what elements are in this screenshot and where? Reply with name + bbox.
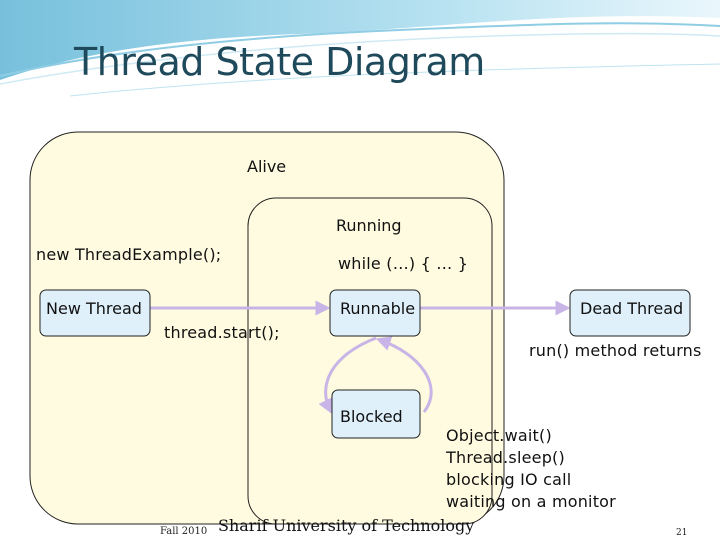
- block-cause-item: blocking IO call: [446, 470, 572, 489]
- block-arrow: [318, 336, 377, 415]
- unblock-arrow: [375, 336, 433, 413]
- new-thread-label: New Thread: [46, 299, 142, 318]
- blocked-box: [331, 389, 421, 439]
- run-returns-label: run() method returns: [529, 341, 702, 360]
- header-wave-decoration: [0, 0, 720, 97]
- dead-thread-box: [569, 289, 691, 337]
- page-title: Thread State Diagram: [74, 40, 485, 84]
- runnable-label: Runnable: [340, 299, 416, 318]
- block-cause-item: Object.wait(): [446, 426, 552, 445]
- running-region: [247, 197, 493, 525]
- block-cause-item: Thread.sleep(): [446, 448, 565, 467]
- runnable-box: [329, 289, 421, 337]
- footer-date: Fall 2010: [160, 526, 208, 537]
- running-label: Running: [336, 216, 402, 235]
- block-causes-list: Object.wait() Thread.sleep() blocking IO…: [446, 425, 616, 513]
- blocked-label: Blocked: [340, 407, 403, 426]
- create-call-label: new ThreadExample();: [36, 245, 222, 264]
- loop-code-label: while (…) { … }: [338, 254, 469, 273]
- footer-institution: Sharif University of Technology: [218, 516, 475, 535]
- alive-label: Alive: [247, 157, 287, 176]
- start-call-label: thread.start();: [164, 323, 280, 342]
- page-number: 21: [676, 528, 688, 538]
- new-thread-box: [39, 289, 151, 337]
- dead-thread-label: Dead Thread: [580, 299, 684, 318]
- block-cause-item: waiting on a monitor: [446, 492, 616, 511]
